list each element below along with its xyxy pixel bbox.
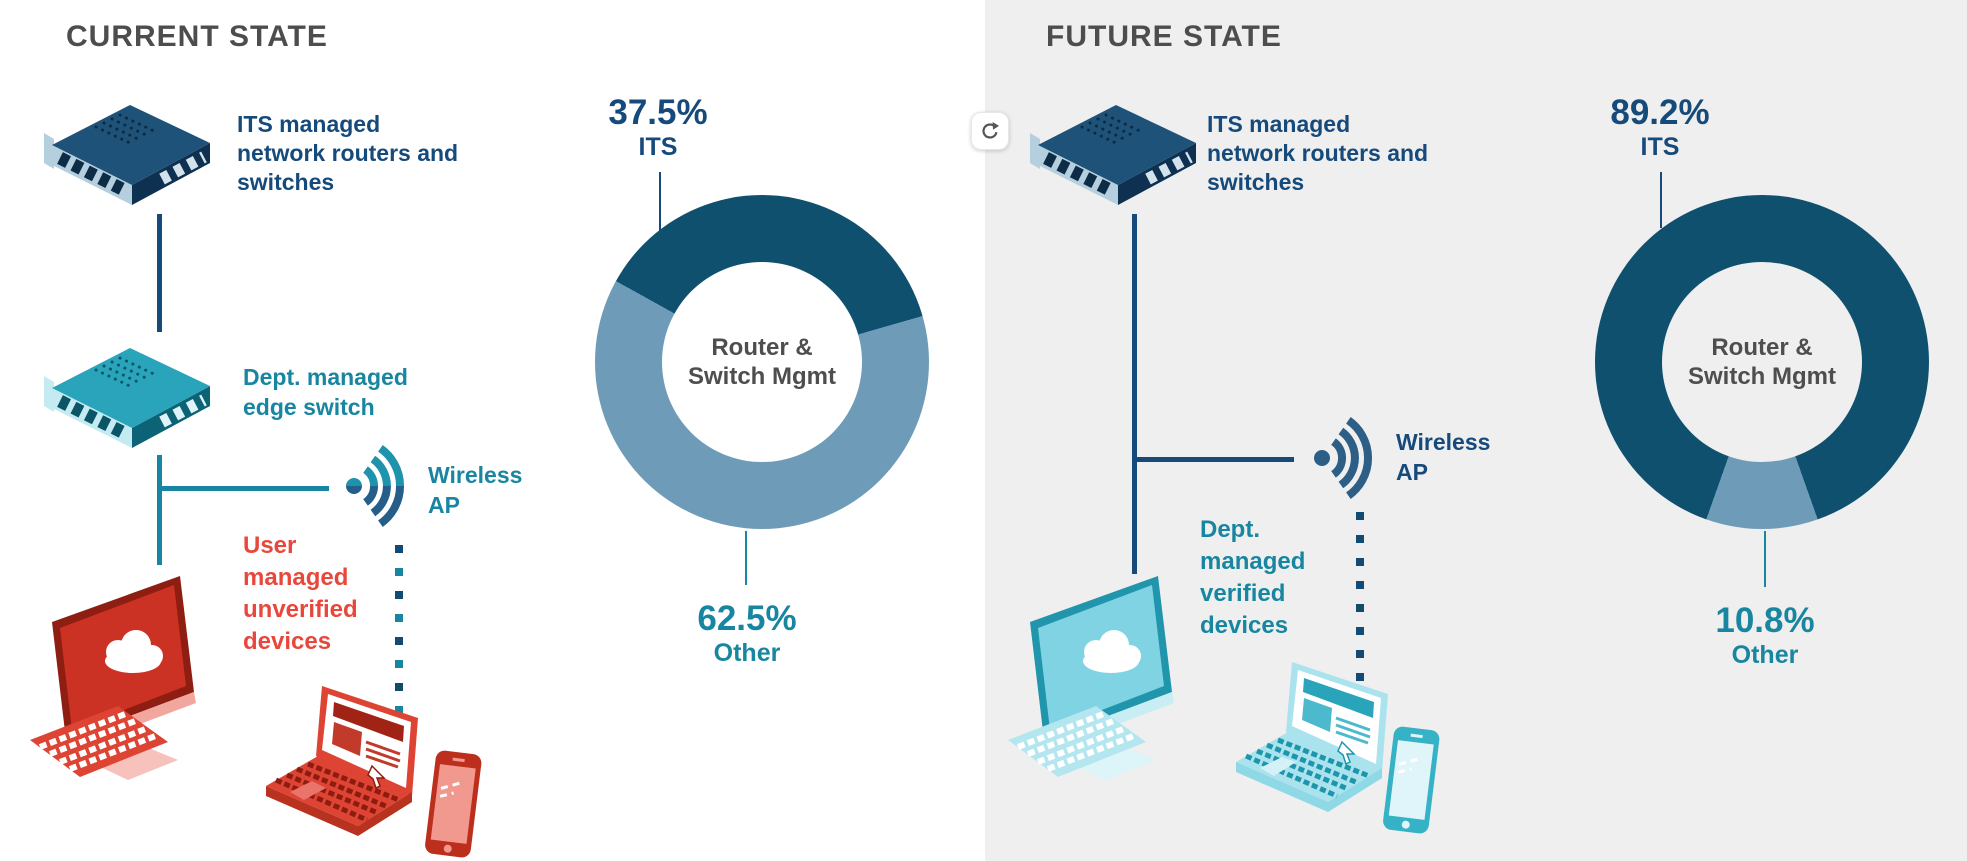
other-share-callout-future: 10.8% Other [1685, 602, 1845, 671]
verified-devices-label: Dept. managed verified devices [1200, 516, 1306, 639]
other-callout-leader-line [745, 531, 747, 585]
future-state-title: FUTURE STATE [1046, 20, 1282, 53]
donut-chart-future: Router & Switch Mgmt [1595, 195, 1929, 529]
desktop-computer-icon-future [1008, 576, 1174, 780]
edge-switch-icon [44, 348, 210, 448]
refresh-button[interactable] [971, 112, 1009, 150]
other-callout-leader-line-future [1764, 531, 1766, 587]
its-share-name-future: ITS [1640, 133, 1680, 161]
its-share-callout: 37.5% ITS [578, 94, 738, 163]
laptop-icon-future [1236, 662, 1388, 812]
edge-switch-label: Dept. managed edge switch [243, 364, 408, 420]
smartphone-icon [425, 750, 482, 858]
its-share-value-future: 89.2% [1610, 93, 1710, 132]
its-router-label-future: ITS managed network routers and switches [1207, 111, 1429, 195]
wireless-ap-icon [346, 445, 405, 527]
smartphone-icon-future [1383, 726, 1440, 834]
its-router-label: ITS managed network routers and switches [237, 111, 459, 195]
connector-router-to-switch [157, 214, 162, 332]
wireless-ap-icon-future [1314, 417, 1373, 499]
connector-router-to-ap-future [1134, 457, 1294, 462]
refresh-icon [982, 122, 999, 139]
desktop-computer-icon [30, 576, 196, 780]
its-share-value: 37.5% [608, 93, 708, 132]
donut-chart-current: Router & Switch Mgmt [595, 195, 929, 529]
wireless-ap-label: Wireless AP [428, 462, 523, 518]
wireless-ap-label-future: Wireless AP [1396, 429, 1491, 485]
dotted-wireless-link-future [1356, 512, 1364, 684]
laptop-icon [266, 686, 418, 836]
current-state-title: CURRENT STATE [66, 20, 328, 53]
user-devices-label: User managed unverified devices [243, 532, 358, 655]
other-share-name-future: Other [1731, 641, 1799, 669]
other-share-value: 62.5% [697, 599, 797, 638]
its-router-icon [44, 105, 210, 205]
its-callout-leader-line-future [1660, 172, 1662, 228]
its-callout-leader-line [659, 172, 661, 234]
other-share-name: Other [713, 639, 781, 667]
dotted-wireless-link [395, 545, 403, 713]
its-router-icon-future [1030, 105, 1196, 205]
its-share-callout-future: 89.2% ITS [1580, 94, 1740, 163]
its-share-name: ITS [638, 133, 678, 161]
other-share-value-future: 10.8% [1715, 601, 1815, 640]
connector-switch-to-ap [159, 486, 329, 491]
donut-center-label-future: Router & Switch Mgmt [1662, 262, 1862, 462]
connector-switch-to-devices [157, 455, 162, 565]
connector-router-to-devices-future [1132, 214, 1137, 574]
other-share-callout: 62.5% Other [667, 600, 827, 669]
donut-center-label: Router & Switch Mgmt [662, 262, 862, 462]
